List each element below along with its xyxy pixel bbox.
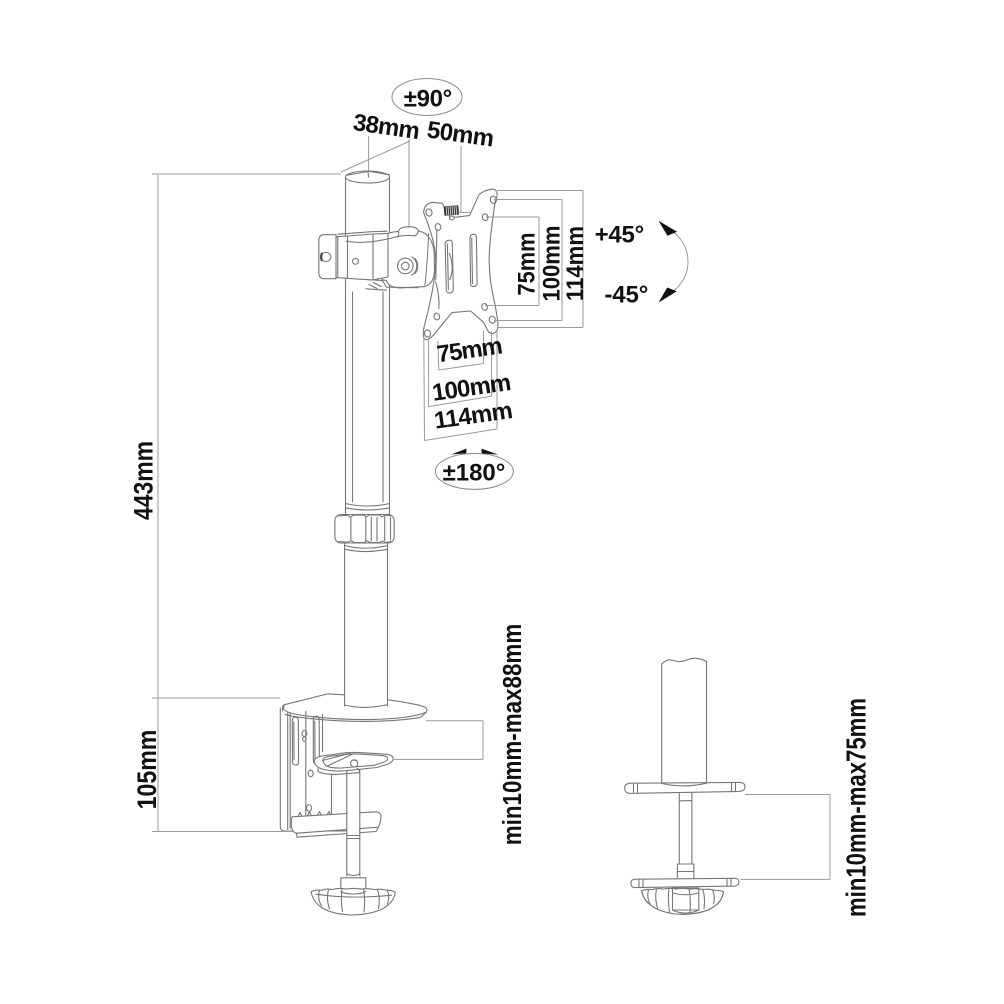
svg-text:-45°: -45°	[604, 282, 648, 309]
svg-text:105mm: 105mm	[132, 730, 162, 810]
svg-text:min10mm-max75mm: min10mm-max75mm	[841, 698, 872, 917]
svg-text:75mm: 75mm	[514, 233, 541, 296]
svg-text:+45°: +45°	[595, 222, 645, 249]
svg-text:±90°: ±90°	[404, 86, 453, 113]
svg-text:±180°: ±180°	[443, 460, 506, 487]
svg-text:min10mm-max88mm: min10mm-max88mm	[499, 624, 527, 846]
svg-text:114mm: 114mm	[562, 226, 589, 301]
svg-text:100mm: 100mm	[538, 226, 565, 302]
svg-text:443mm: 443mm	[129, 441, 159, 520]
